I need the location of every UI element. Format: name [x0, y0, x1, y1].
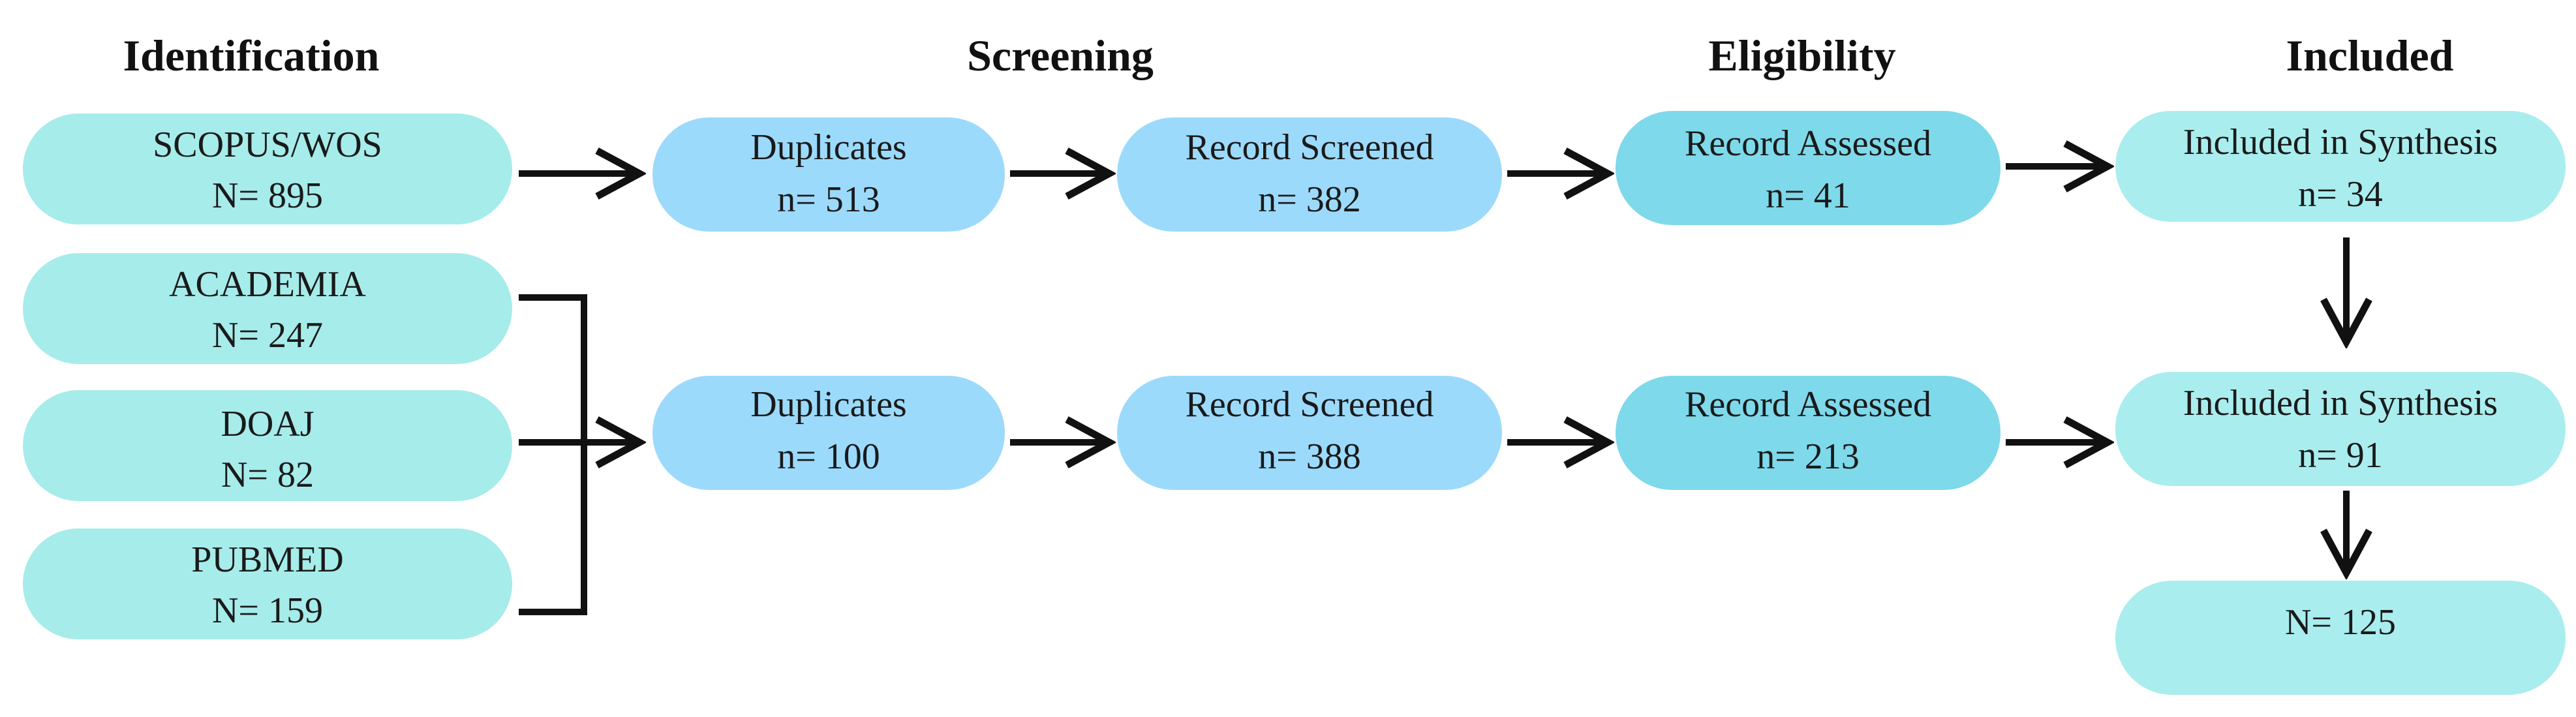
bottom-record-assessed-count: n= 213: [1756, 436, 1860, 477]
source-doaj-count: N= 82: [221, 455, 314, 495]
source-pubmed-box: PUBMED N= 159: [23, 528, 512, 639]
source-academia-box: ACADEMIA N= 247: [23, 253, 512, 364]
top-included-label: Included in Synthesis: [2183, 122, 2498, 162]
total-box: N= 125: [2115, 581, 2566, 695]
top-duplicates-box: Duplicates n= 513: [652, 117, 1005, 232]
source-scopus-wos-box: SCOPUS/WOS N= 895: [23, 114, 512, 224]
source-academia-count: N= 247: [212, 315, 323, 356]
source-doaj-name: DOAJ: [221, 404, 314, 444]
source-pubmed-name: PUBMED: [191, 540, 343, 580]
top-record-assessed-count: n= 41: [1766, 175, 1850, 216]
source-doaj-box: DOAJ N= 82: [23, 390, 512, 501]
stage-included: Included: [2286, 31, 2454, 80]
bottom-included-label: Included in Synthesis: [2183, 383, 2498, 423]
source-scopus-wos-name: SCOPUS/WOS: [153, 125, 382, 165]
bottom-duplicates-label: Duplicates: [750, 384, 906, 425]
source-academia-name: ACADEMIA: [169, 264, 366, 305]
stage-identification: Identification: [123, 31, 380, 80]
top-record-assessed-label: Record Assessed: [1685, 123, 1931, 164]
top-included-box: Included in Synthesis n= 34: [2115, 111, 2566, 222]
top-duplicates-count: n= 513: [777, 179, 880, 220]
merge-bracket: [519, 294, 587, 615]
stage-eligibility: Eligibility: [1708, 31, 1895, 80]
bottom-duplicates-box: Duplicates n= 100: [652, 376, 1005, 490]
top-record-screened-count: n= 382: [1258, 179, 1361, 220]
top-record-assessed-box: Record Assessed n= 41: [1616, 111, 2001, 225]
bottom-duplicates-count: n= 100: [777, 436, 880, 477]
top-duplicates-label: Duplicates: [750, 127, 906, 168]
top-record-screened-box: Record Screened n= 382: [1117, 117, 1502, 232]
total-label: N= 125: [2285, 602, 2396, 643]
bottom-included-box: Included in Synthesis n= 91: [2115, 372, 2566, 486]
stage-screening: Screening: [967, 31, 1154, 80]
bottom-record-screened-count: n= 388: [1258, 436, 1361, 477]
source-scopus-wos-count: N= 895: [212, 175, 323, 216]
bottom-record-assessed-label: Record Assessed: [1685, 384, 1931, 425]
bottom-record-screened-box: Record Screened n= 388: [1117, 376, 1502, 490]
bottom-record-screened-label: Record Screened: [1186, 384, 1434, 425]
top-included-count: n= 34: [2298, 174, 2383, 215]
bottom-included-count: n= 91: [2298, 435, 2383, 476]
source-pubmed-count: N= 159: [212, 590, 323, 631]
top-record-screened-label: Record Screened: [1186, 127, 1434, 168]
bottom-record-assessed-box: Record Assessed n= 213: [1616, 376, 2001, 490]
